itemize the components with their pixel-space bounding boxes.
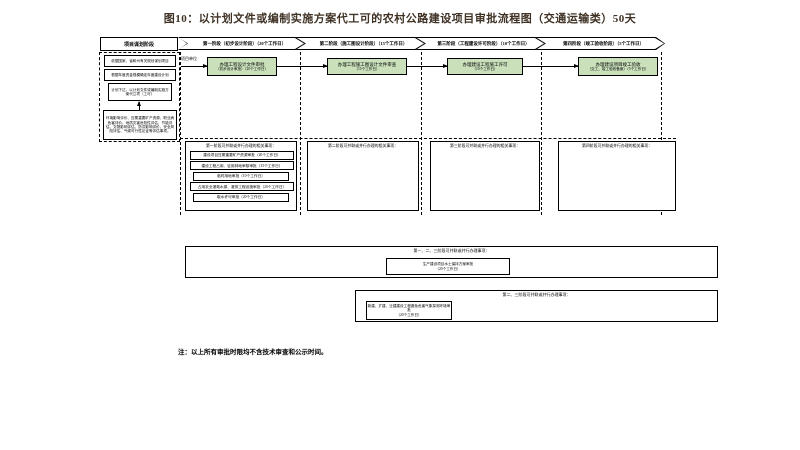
row-separator <box>180 138 676 139</box>
up-arrow <box>137 101 141 110</box>
flow-step-1: 办理工程设计文件审批 （初步设计审批）（20个工作日） <box>207 57 277 76</box>
parallel-section-stage-4: 第四阶段可并联或并行办理的相关事项： <box>558 141 676 211</box>
combined-section-1: 第一、二、三阶段可并联或并行办理事项： 生产建设项目水土保持方案审批 （20个工… <box>185 246 718 278</box>
planning-column-frame <box>99 52 180 142</box>
parallel-section-2-title: 第二阶段可并联或并行办理的相关事项： <box>327 144 399 148</box>
combined-section-2-title: 第二、三阶段可并联或并行办理事项： <box>502 292 571 297</box>
flow-arrow-4 <box>523 64 579 68</box>
footnote: 注：以上所有审批时限均不含技术审查和公示时间。 <box>178 349 328 356</box>
header-stage-4-label: 第四阶段（竣工验收阶段）（5个工作日） <box>563 40 644 46</box>
chevron-shape-fill <box>179 38 304 49</box>
parallel-item: 临时用地审批（10个工作日） <box>193 171 289 181</box>
flow-step-2: 办理工程施工图设计文件审查 （15个工作日） <box>327 58 407 75</box>
flow-step-2-line2: （15个工作日） <box>354 67 380 72</box>
combined-item-line2: （20个工作日） <box>435 266 461 271</box>
combined-section-1-title: 第一、二、三阶段可并联或并行办理事项： <box>413 248 490 253</box>
flow-step-1-line2: （初步设计审批）（20个工作日） <box>215 67 269 72</box>
column-separator <box>541 52 542 215</box>
parallel-section-stage-1: 第一阶段可并联或并行办理的相关事项： 建设项目压覆重要矿产资源审批（20个工作日… <box>185 141 297 211</box>
applicant-label: 项目单位 <box>181 56 197 61</box>
flow-step-4: 办理建设项目竣工验收 （交工、竣工验收备案）（5个工作日） <box>578 57 658 76</box>
planning-step-3: 计划下达，以计划文件或编制实施方案代立项（工可） <box>108 83 172 101</box>
header-stage-2: 第二阶段（施工图设计阶段）（15个工作日） <box>296 37 425 50</box>
assessment-box: 环境影响评价、压覆重要矿产资源、职业病危害评价、地质灾害危险性评估、节能评估、文… <box>103 110 177 140</box>
column-separator <box>180 52 181 215</box>
assessment-box-text: 环境影响评价、压覆重要矿产资源、职业病危害评价、地质灾害危险性评估、节能评估、文… <box>105 116 175 134</box>
column-separator <box>421 52 422 215</box>
parallel-section-3-title: 第三阶段可并联或并行办理的相关事项： <box>449 144 521 148</box>
page-title: 图10：以计划文件或编制实施方案代工可的农村公路建设项目审批流程图（交通运输类）… <box>163 13 637 25</box>
flow-step-4-line2: （交工、竣工验收备案）（5个工作日） <box>587 67 649 72</box>
chevron-shape-fill <box>417 38 544 49</box>
chevron-shape-fill <box>297 38 424 49</box>
flow-arrow-3 <box>407 64 448 68</box>
combined-item-line1: 生产建设项目水土保持方案审批 <box>422 262 474 267</box>
flow-step-1-line1: 办理工程设计文件审批 <box>219 61 265 67</box>
parallel-section-stage-3: 第三阶段可并联或并行办理的相关事项： <box>430 141 540 211</box>
parallel-section-4-title: 第四阶段可并联或并行办理的相关事项： <box>581 144 653 148</box>
planning-step-1: 依据国家、省和州有关规划谋划项目 <box>104 55 176 67</box>
planning-step-2-text: 根据年度资金规模确定年度建设计划 <box>111 72 169 77</box>
header-stage-2-label: 第二阶段（施工图设计阶段）（15个工作日） <box>319 40 408 46</box>
column-separator <box>661 52 662 215</box>
header-stage-3-label: 第三阶段（工程建设许可阶段）（10个工作日） <box>437 40 530 46</box>
parallel-item: 取水许可审批（20个工作日） <box>193 192 289 202</box>
parallel-item: 占用农业灌溉水源、灌排工程设施审批（20个工作日） <box>190 182 294 192</box>
combined-item-line2: （20个工作日） <box>396 312 422 317</box>
chevron-shape-fill <box>537 38 664 49</box>
parallel-section-1-title: 第一阶段可并联或并行办理的相关事项： <box>205 144 277 148</box>
header-stage-4: 第四阶段（竣工验收阶段）（5个工作日） <box>536 37 665 50</box>
column-separator <box>300 52 301 215</box>
parallel-section-stage-2: 第二阶段可并联或并行办理的相关事项： <box>307 141 419 211</box>
header-stage-1-label: 第一阶段（初步设计阶段）（20个工作日） <box>202 40 287 46</box>
header-stage-1: 第一阶段（初步设计阶段）（20个工作日） <box>178 37 305 50</box>
planning-step-1-text: 依据国家、省和州有关规划谋划项目 <box>111 58 169 63</box>
flow-arrow-2 <box>277 64 328 68</box>
planning-step-2: 根据年度资金规模确定年度建设计划 <box>104 69 176 81</box>
combined-item-line1: 新建、扩建、迁建建设工程避免危害气象探测环境审批 <box>367 304 451 313</box>
combined-section-2: 第二、三阶段可并联或并行办理事项： 新建、扩建、迁建建设工程避免危害气象探测环境… <box>355 290 718 322</box>
combined-section-1-item: 生产建设项目水土保持方案审批 （20个工作日） <box>386 258 510 275</box>
parallel-item: 建设项目压覆重要矿产资源审批（20个工作日） <box>190 150 294 160</box>
flow-step-4-line1: 办理建设项目竣工验收 <box>595 61 641 67</box>
flow-step-3-line2: （10个工作日） <box>472 67 498 72</box>
flow-step-2-line1: 办理工程施工图设计文件审查 <box>337 61 397 67</box>
header-planning-stage: 项目谋划阶段 <box>100 37 178 51</box>
header-stage-3: 第三阶段（工程建设许可阶段）（10个工作日） <box>416 37 545 50</box>
flow-step-3: 办理建设工程施工许可 （10个工作日） <box>447 58 523 75</box>
planning-step-3-text: 计划下达，以计划文件或编制实施方案代立项（工可） <box>111 87 169 96</box>
combined-section-2-item: 新建、扩建、迁建建设工程避免危害气象探测环境审批 （20个工作日） <box>366 301 452 320</box>
flow-step-3-line1: 办理建设工程施工许可 <box>462 61 508 67</box>
flow-arrow-1 <box>181 64 208 68</box>
parallel-item: 建设工程占用、征用林地审核审批（15个工作日） <box>190 161 294 171</box>
